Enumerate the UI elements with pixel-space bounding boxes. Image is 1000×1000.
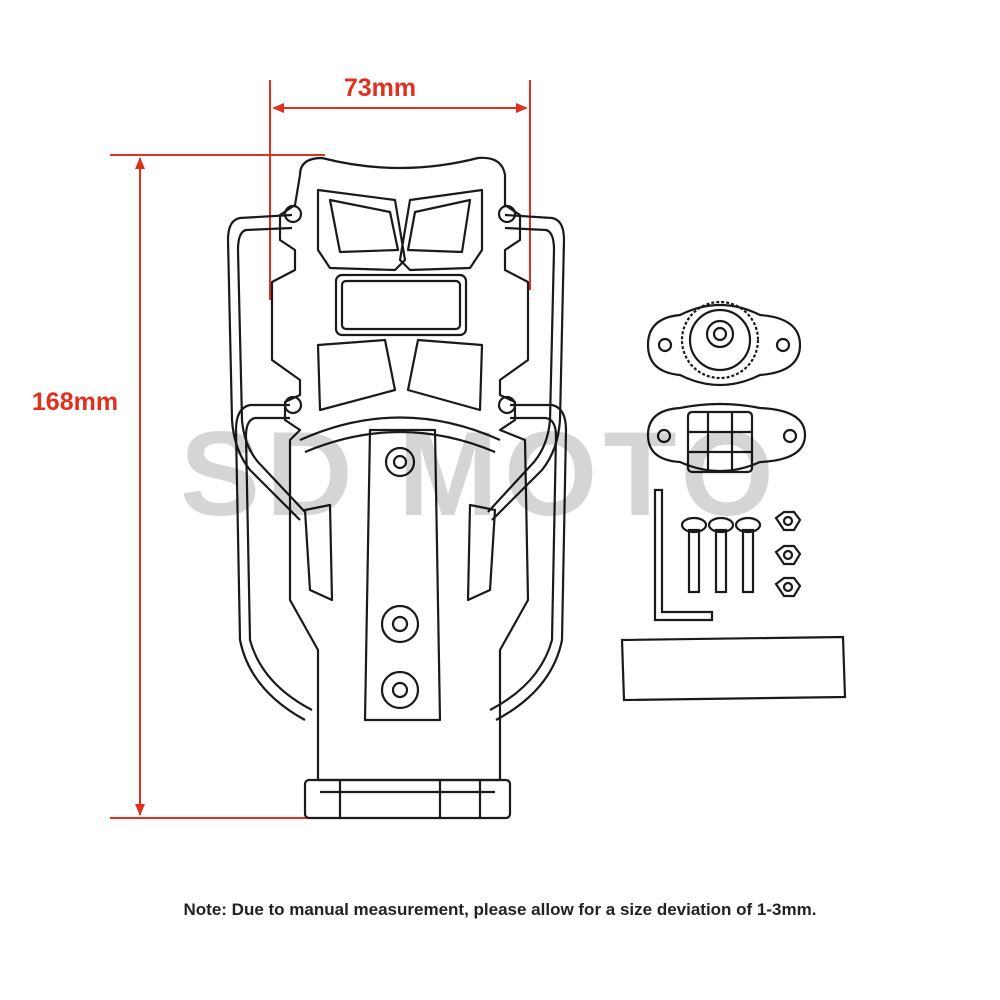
mount-base-icon — [646, 300, 802, 387]
height-dimension-label: 168mm — [31, 388, 119, 416]
hex-key-icon — [653, 488, 714, 622]
measurement-note: Note: Due to manual measurement, please … — [183, 900, 817, 919]
width-dimension-label: 73mm — [343, 74, 417, 102]
adhesive-pad-icon — [620, 635, 847, 702]
nut-icon — [774, 510, 802, 598]
license-plate-bracket-icon — [226, 156, 568, 820]
dimension-lines — [110, 80, 531, 819]
bolt-icon — [680, 516, 762, 594]
watermark-text: SD MOTO — [180, 407, 780, 541]
clamp-plate-icon — [646, 402, 807, 474]
